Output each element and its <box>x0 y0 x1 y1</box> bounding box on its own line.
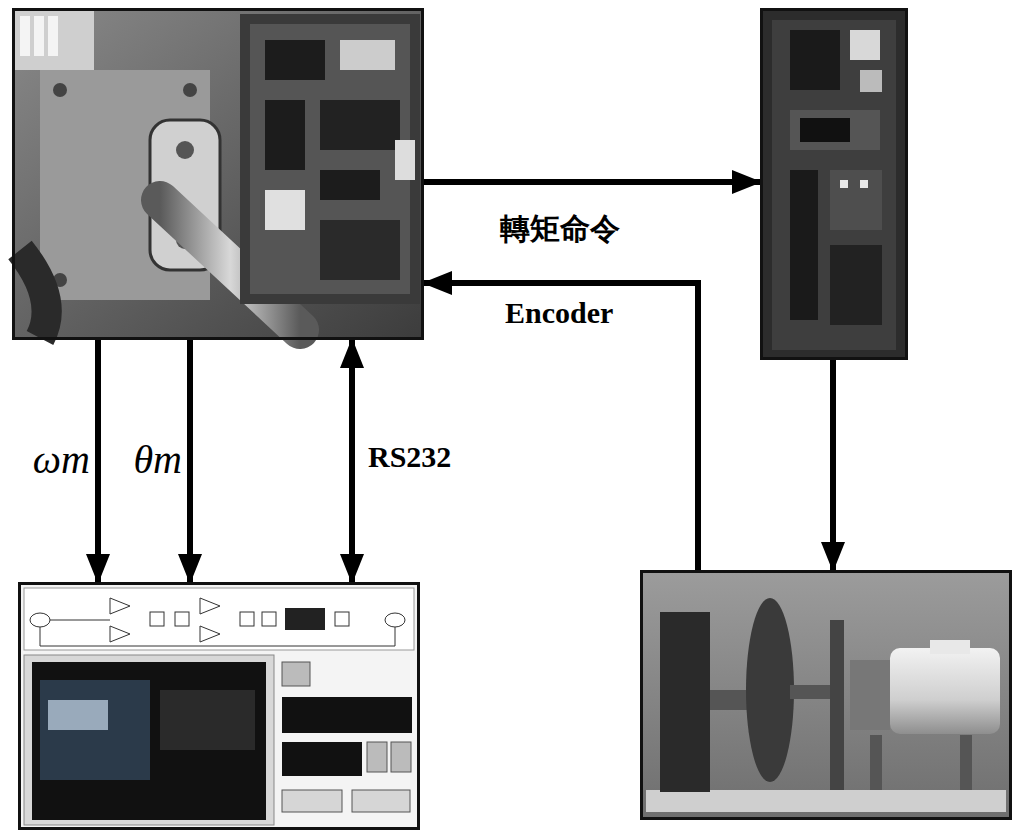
controller-box <box>12 8 424 340</box>
signal-label: RS232 <box>366 440 453 473</box>
servo-driver-box <box>760 8 908 360</box>
torque-command-arrow <box>424 179 760 185</box>
rs232-link-arrow <box>349 340 355 582</box>
speed-signal-arrow <box>95 340 101 582</box>
motor-bench-box <box>640 570 1012 820</box>
motor-bench-photo <box>640 570 1012 820</box>
signal-label: Encoder <box>503 296 615 329</box>
drive-to-motor-arrow <box>830 360 836 570</box>
pc-screen-capture <box>18 582 420 830</box>
signal-label: ωm <box>31 438 92 482</box>
signal-label: 轉矩命令 <box>498 212 622 245</box>
pc-screen-box <box>18 582 420 830</box>
controller-photo <box>12 8 424 340</box>
position-signal-arrow <box>187 340 193 582</box>
signal-label: θm <box>131 438 184 482</box>
encoder-feedback-arrow <box>424 283 698 570</box>
servo-driver-photo <box>760 8 908 360</box>
